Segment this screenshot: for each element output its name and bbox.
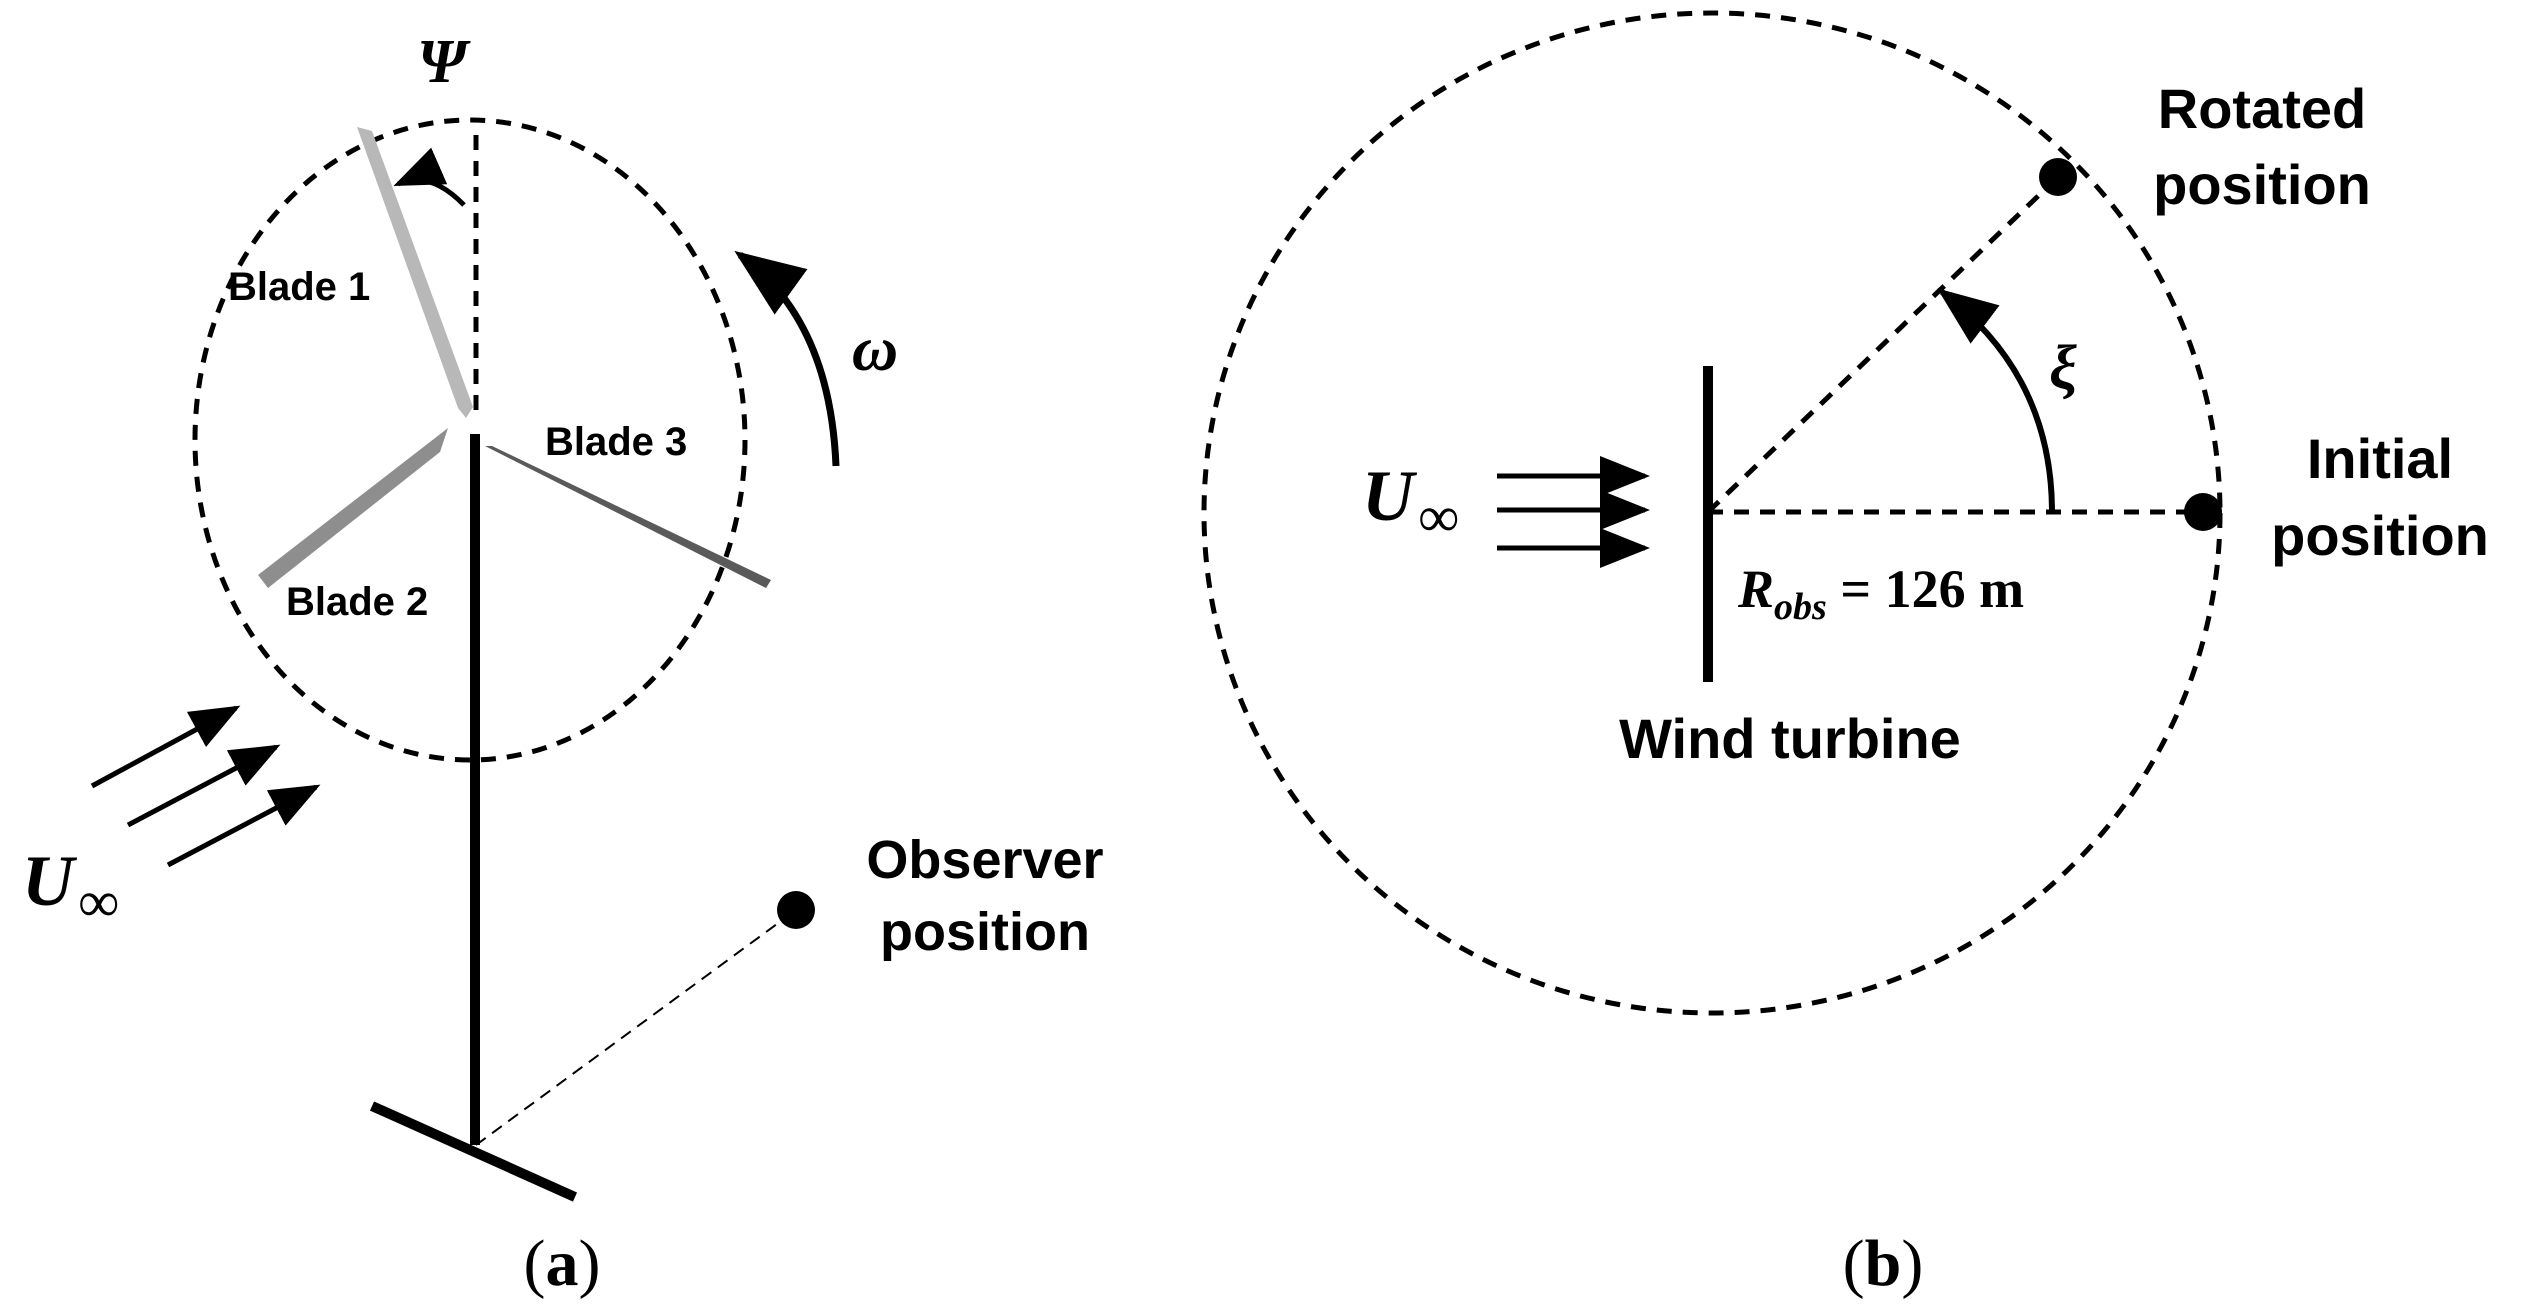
freestream-velocity-label: U∞ [22,841,119,934]
rotated-label-line1: Rotated [2158,77,2366,140]
wind-arrow-3 [166,784,321,868]
psi-label: Ψ [417,28,471,96]
tower-base [369,1101,578,1202]
blade-1-label: Blade 1 [228,265,370,309]
blade-3-label: Blade 3 [545,420,687,464]
observer-position-marker [777,891,815,929]
panel-b: ξ Rotated position Initial position U∞ R… [1201,10,2489,1300]
observer-line [475,909,797,1146]
wind-arrow-2 [126,744,281,828]
freestream-velocity-label-b: U∞ [1362,456,1459,549]
observer-radius-label: Robs = 126 m [1737,559,2024,628]
panel-a: Ψ Blade 1 Blade 2 Blade 3 ω U∞ Observer … [22,28,1104,1300]
blade-2-label: Blade 2 [286,580,428,624]
caption-b: (b) [1843,1227,1924,1300]
observer-label-line1: Observer [866,830,1103,890]
wind-turbine-label: Wind turbine [1619,707,1961,770]
rotor-disk-circle [192,117,748,763]
caption-a: (a) [524,1227,601,1300]
rotated-radius-line [1706,175,2060,514]
xi-label: ξ [2049,334,2077,402]
psi-angle-arrow [393,147,466,207]
omega-rotation-arrow [734,250,840,467]
wind-arrow-1 [90,705,241,789]
blade-2 [258,428,448,588]
initial-label-line2: position [2271,504,2489,567]
omega-label: ω [852,313,898,384]
xi-angle-arrow [1937,288,2055,513]
rotated-label-line2: position [2153,153,2371,216]
blade-1 [357,127,473,418]
initial-position-marker [2184,493,2222,531]
initial-label-line1: Initial [2307,427,2453,490]
observer-label-line2: position [880,902,1090,962]
rotated-position-marker [2039,158,2077,196]
blade-3 [485,446,771,588]
